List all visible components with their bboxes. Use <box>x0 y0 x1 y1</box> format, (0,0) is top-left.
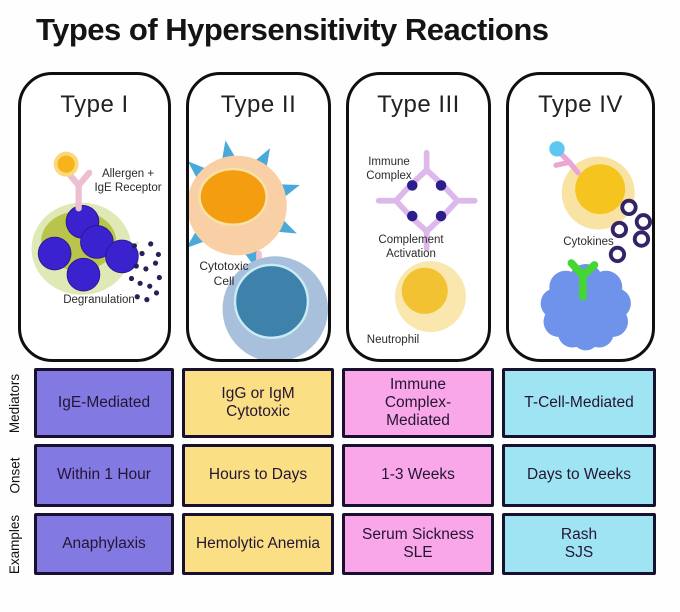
cell-examples-type1: Anaphylaxis <box>34 513 174 575</box>
cell-onset-type1: Within 1 Hour <box>34 444 174 507</box>
target-cell-nucleus-icon <box>198 167 268 226</box>
card-type-1-title: Type I <box>60 91 129 118</box>
comparison-table: IgE-Mediated IgG or IgM Cytotoxic Immune… <box>34 368 656 575</box>
card-type-4: Type IV <box>506 72 655 362</box>
cell-mediators-type1: IgE-Mediated <box>34 368 174 438</box>
t-cell-nucleus-icon <box>575 164 626 215</box>
cytokines-label: Cytokines <box>563 236 614 248</box>
cell-examples-type2: Hemolytic Anemia <box>182 513 334 575</box>
row-header-onset: Onset <box>7 457 23 494</box>
page-title: Types of Hypersensitivity Reactions <box>36 12 549 47</box>
cell-mediators-type2: IgG or IgM Cytotoxic <box>182 368 334 438</box>
immune-complex-label: Immune Complex <box>366 156 412 183</box>
neutrophil-nucleus-icon <box>401 267 448 314</box>
card-type-3: Type III <box>346 72 491 362</box>
cell-mediators-type4: T-Cell-Mediated <box>502 368 656 438</box>
card-type-4-title: Type IV <box>538 91 623 118</box>
cytotoxic-cell-nucleus-icon <box>233 263 310 339</box>
cell-onset-type2: Hours to Days <box>182 444 334 507</box>
degranulation-label: Degranulation <box>63 294 135 306</box>
cell-examples-type4: Rash SJS <box>502 513 656 575</box>
row-header-mediators: Mediators <box>7 373 23 433</box>
allergen-ige-receptor-label: Allergen + IgE Receptor <box>94 168 162 195</box>
cytotoxic-cell-label: Cytotoxic Cell <box>199 259 249 288</box>
cell-onset-type4: Days to Weeks <box>502 444 656 507</box>
cell-examples-type3: Serum Sickness SLE <box>342 513 494 575</box>
immune-complex-icon <box>379 153 475 249</box>
degranulation-dots-icon <box>128 241 162 303</box>
green-receptor-icon <box>567 259 599 301</box>
macrophage-icon <box>540 264 631 351</box>
t-cell-illustration <box>540 141 652 351</box>
card-type-3-title: Type III <box>377 91 460 118</box>
complement-activation-label: Complement Activation <box>378 234 444 261</box>
cytotoxic-illustration <box>189 140 328 359</box>
cytokine-rings-icon <box>608 198 652 264</box>
neutrophil-label: Neutrophil <box>366 334 420 346</box>
antigen-dots-icon <box>406 180 447 222</box>
card-type-2: Type II <box>186 72 331 362</box>
row-header-examples: Examples <box>7 514 23 574</box>
granules-icon <box>37 204 139 292</box>
card-type-1: Type I <box>18 72 171 362</box>
allergen-icon <box>57 155 75 173</box>
antigen-ball-icon <box>549 141 565 157</box>
cell-onset-type3: 1-3 Weeks <box>342 444 494 507</box>
card-type-2-title: Type II <box>220 91 297 118</box>
mast-cell-illustration <box>31 151 162 303</box>
type-cards: Type I <box>18 72 655 362</box>
immune-complex-illustration <box>349 75 488 333</box>
cell-mediators-type3: Immune Complex- Mediated <box>342 368 494 438</box>
